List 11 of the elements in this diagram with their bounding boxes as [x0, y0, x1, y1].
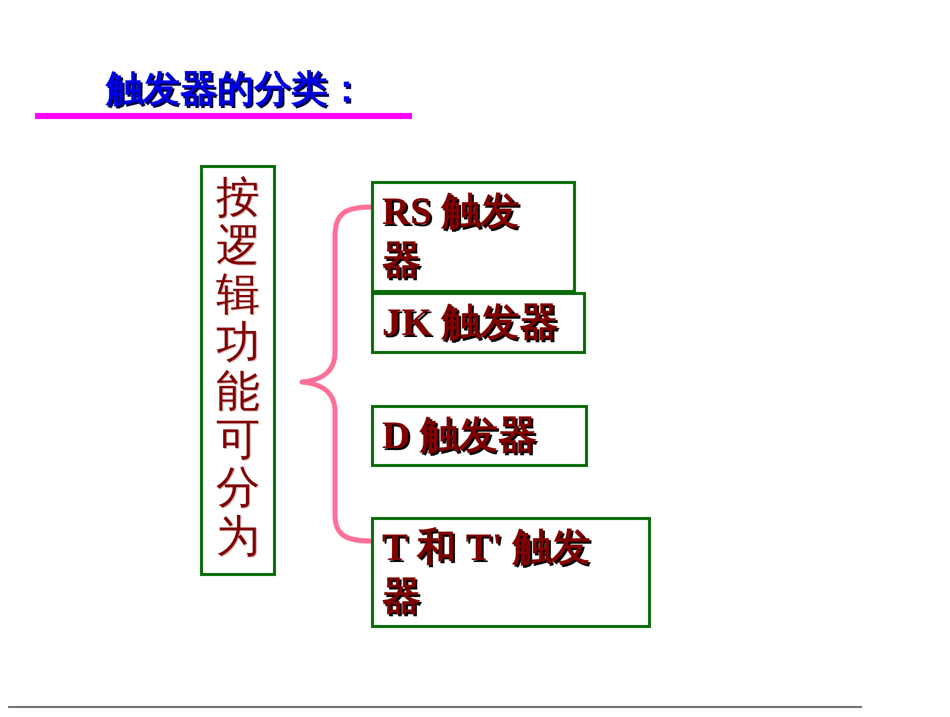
- category-box: [371, 181, 576, 293]
- category-box: [371, 292, 586, 354]
- category-box: [371, 517, 651, 628]
- category-label: T 和 T' 触发器: [382, 524, 592, 620]
- category-label: D 触发器: [382, 412, 537, 459]
- slide-title: 触发器的分类：: [106, 68, 365, 111]
- category-box: [371, 405, 588, 467]
- vertical-label: 按逻辑功能可分为: [216, 174, 260, 562]
- classification-box: [200, 165, 276, 576]
- category-label: RS 触发器: [382, 189, 521, 284]
- category-label: JK 触发器: [382, 300, 559, 346]
